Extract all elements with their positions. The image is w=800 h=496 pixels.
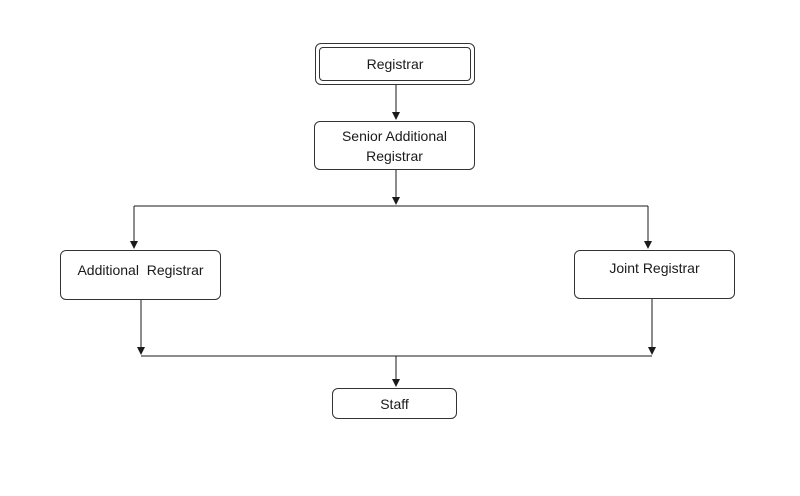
node-registrar: Registrar bbox=[315, 43, 475, 85]
node-senior-additional-registrar: Senior Additional Registrar bbox=[314, 121, 475, 170]
node-registrar-label: Registrar bbox=[366, 56, 424, 72]
node-senior-additional-registrar-label: Senior Additional Registrar bbox=[341, 127, 448, 164]
node-staff: Staff bbox=[332, 388, 457, 419]
node-registrar-inner: Registrar bbox=[319, 47, 471, 81]
node-additional-registrar-label: Additional Registrar bbox=[77, 262, 204, 278]
node-additional-registrar: Additional Registrar bbox=[60, 250, 221, 300]
node-staff-label: Staff bbox=[380, 395, 409, 412]
node-joint-registrar: Joint Registrar bbox=[574, 250, 735, 299]
node-joint-registrar-label: Joint Registrar bbox=[609, 260, 700, 276]
